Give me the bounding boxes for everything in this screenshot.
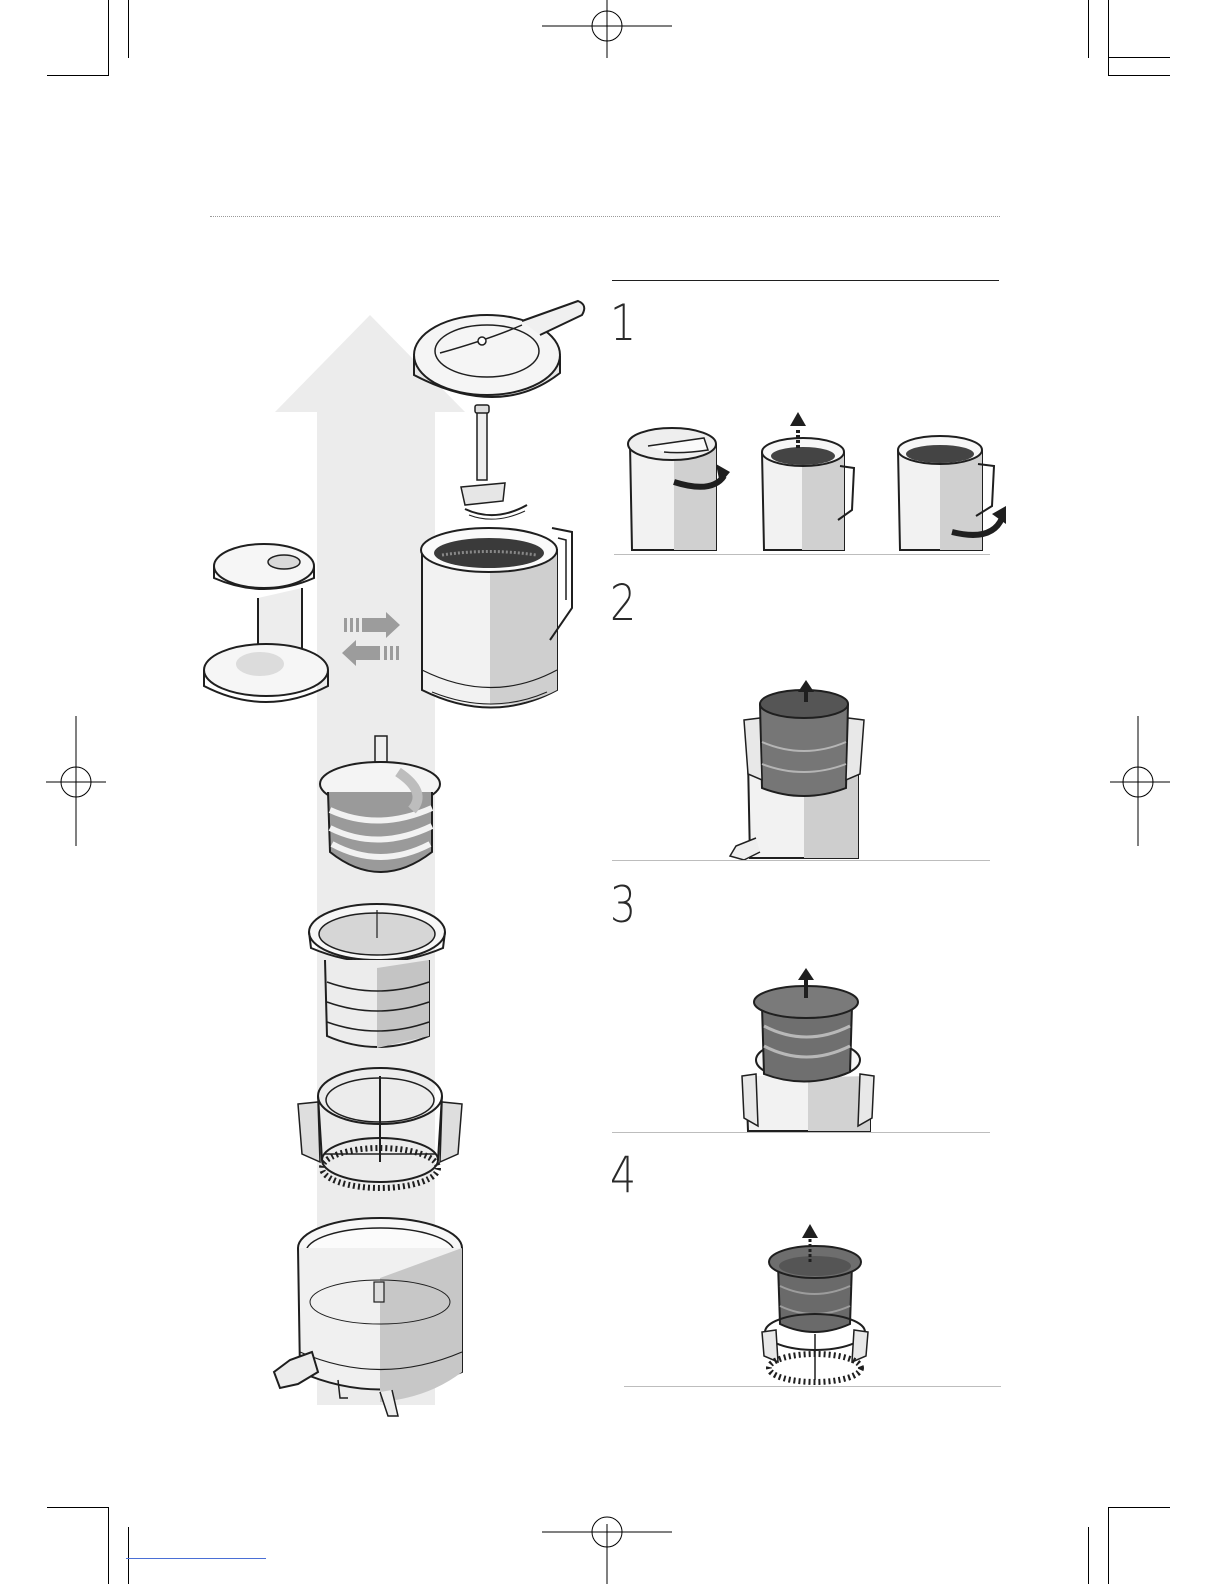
alternate-hopper-lid	[200, 538, 340, 713]
juicing-drum-with-handle	[412, 520, 582, 720]
step-divider	[612, 860, 990, 861]
steps-top-rule	[612, 280, 999, 281]
step-2-illustration	[726, 680, 876, 860]
step-divider	[612, 1132, 990, 1133]
registration-mark-icon	[46, 716, 106, 846]
juicing-screw	[318, 732, 448, 892]
rotating-brush-holder	[296, 1062, 466, 1192]
registration-mark-icon	[542, 0, 672, 60]
step-1-illustration	[612, 410, 1012, 540]
bottom-link-line	[126, 1558, 266, 1559]
juicing-screen	[305, 898, 455, 1048]
slide-arrow-icon	[340, 610, 402, 660]
header-dotted-rule	[210, 216, 1000, 217]
step-4-illustration	[758, 1222, 878, 1387]
step-3-illustration	[740, 966, 880, 1131]
step-divider	[614, 554, 990, 555]
registration-mark-icon	[542, 1524, 672, 1584]
juicer-lid	[410, 295, 590, 405]
step-number: 3	[610, 880, 636, 930]
step-number: 2	[610, 578, 636, 628]
step-number: 4	[610, 1150, 636, 1200]
step-number: 1	[610, 298, 636, 348]
rotating-brush	[455, 405, 535, 530]
step-divider	[624, 1386, 1001, 1387]
registration-mark-icon	[1110, 716, 1170, 846]
juicing-bowl	[268, 1212, 468, 1422]
